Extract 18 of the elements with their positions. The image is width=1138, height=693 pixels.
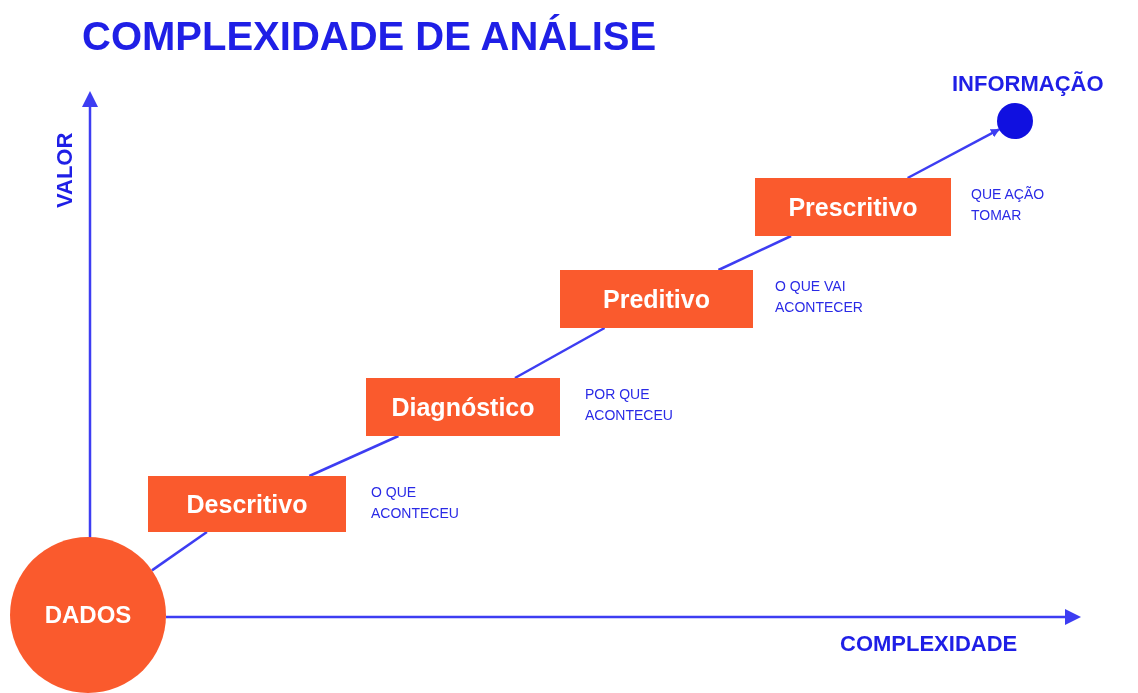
stage-box: Diagnóstico <box>366 378 560 436</box>
connector-line <box>717 234 792 272</box>
diagram-title: COMPLEXIDADE DE ANÁLISE <box>82 14 657 59</box>
stage-description: O QUE VAI ACONTECER <box>775 277 864 317</box>
stage-description: O QUE ACONTECEU <box>371 483 460 523</box>
stage-description: QUE AÇÃO TOMAR <box>971 185 1046 225</box>
stage-description: POR QUE ACONTECEU <box>585 385 674 425</box>
stage-box: Descritivo <box>148 476 346 532</box>
connector-line <box>907 128 1000 180</box>
connector-line <box>308 434 399 478</box>
stage-box: Preditivo <box>560 270 753 328</box>
stage-box: Prescritivo <box>755 178 951 236</box>
node-heading: INFORMAÇÃO <box>952 71 1104 97</box>
axis-label: COMPLEXIDADE <box>840 631 1018 657</box>
axis-label: VALOR <box>52 132 78 208</box>
data-circle: DADOS <box>10 537 166 693</box>
connector-line <box>514 326 606 380</box>
connector-line <box>151 530 208 572</box>
